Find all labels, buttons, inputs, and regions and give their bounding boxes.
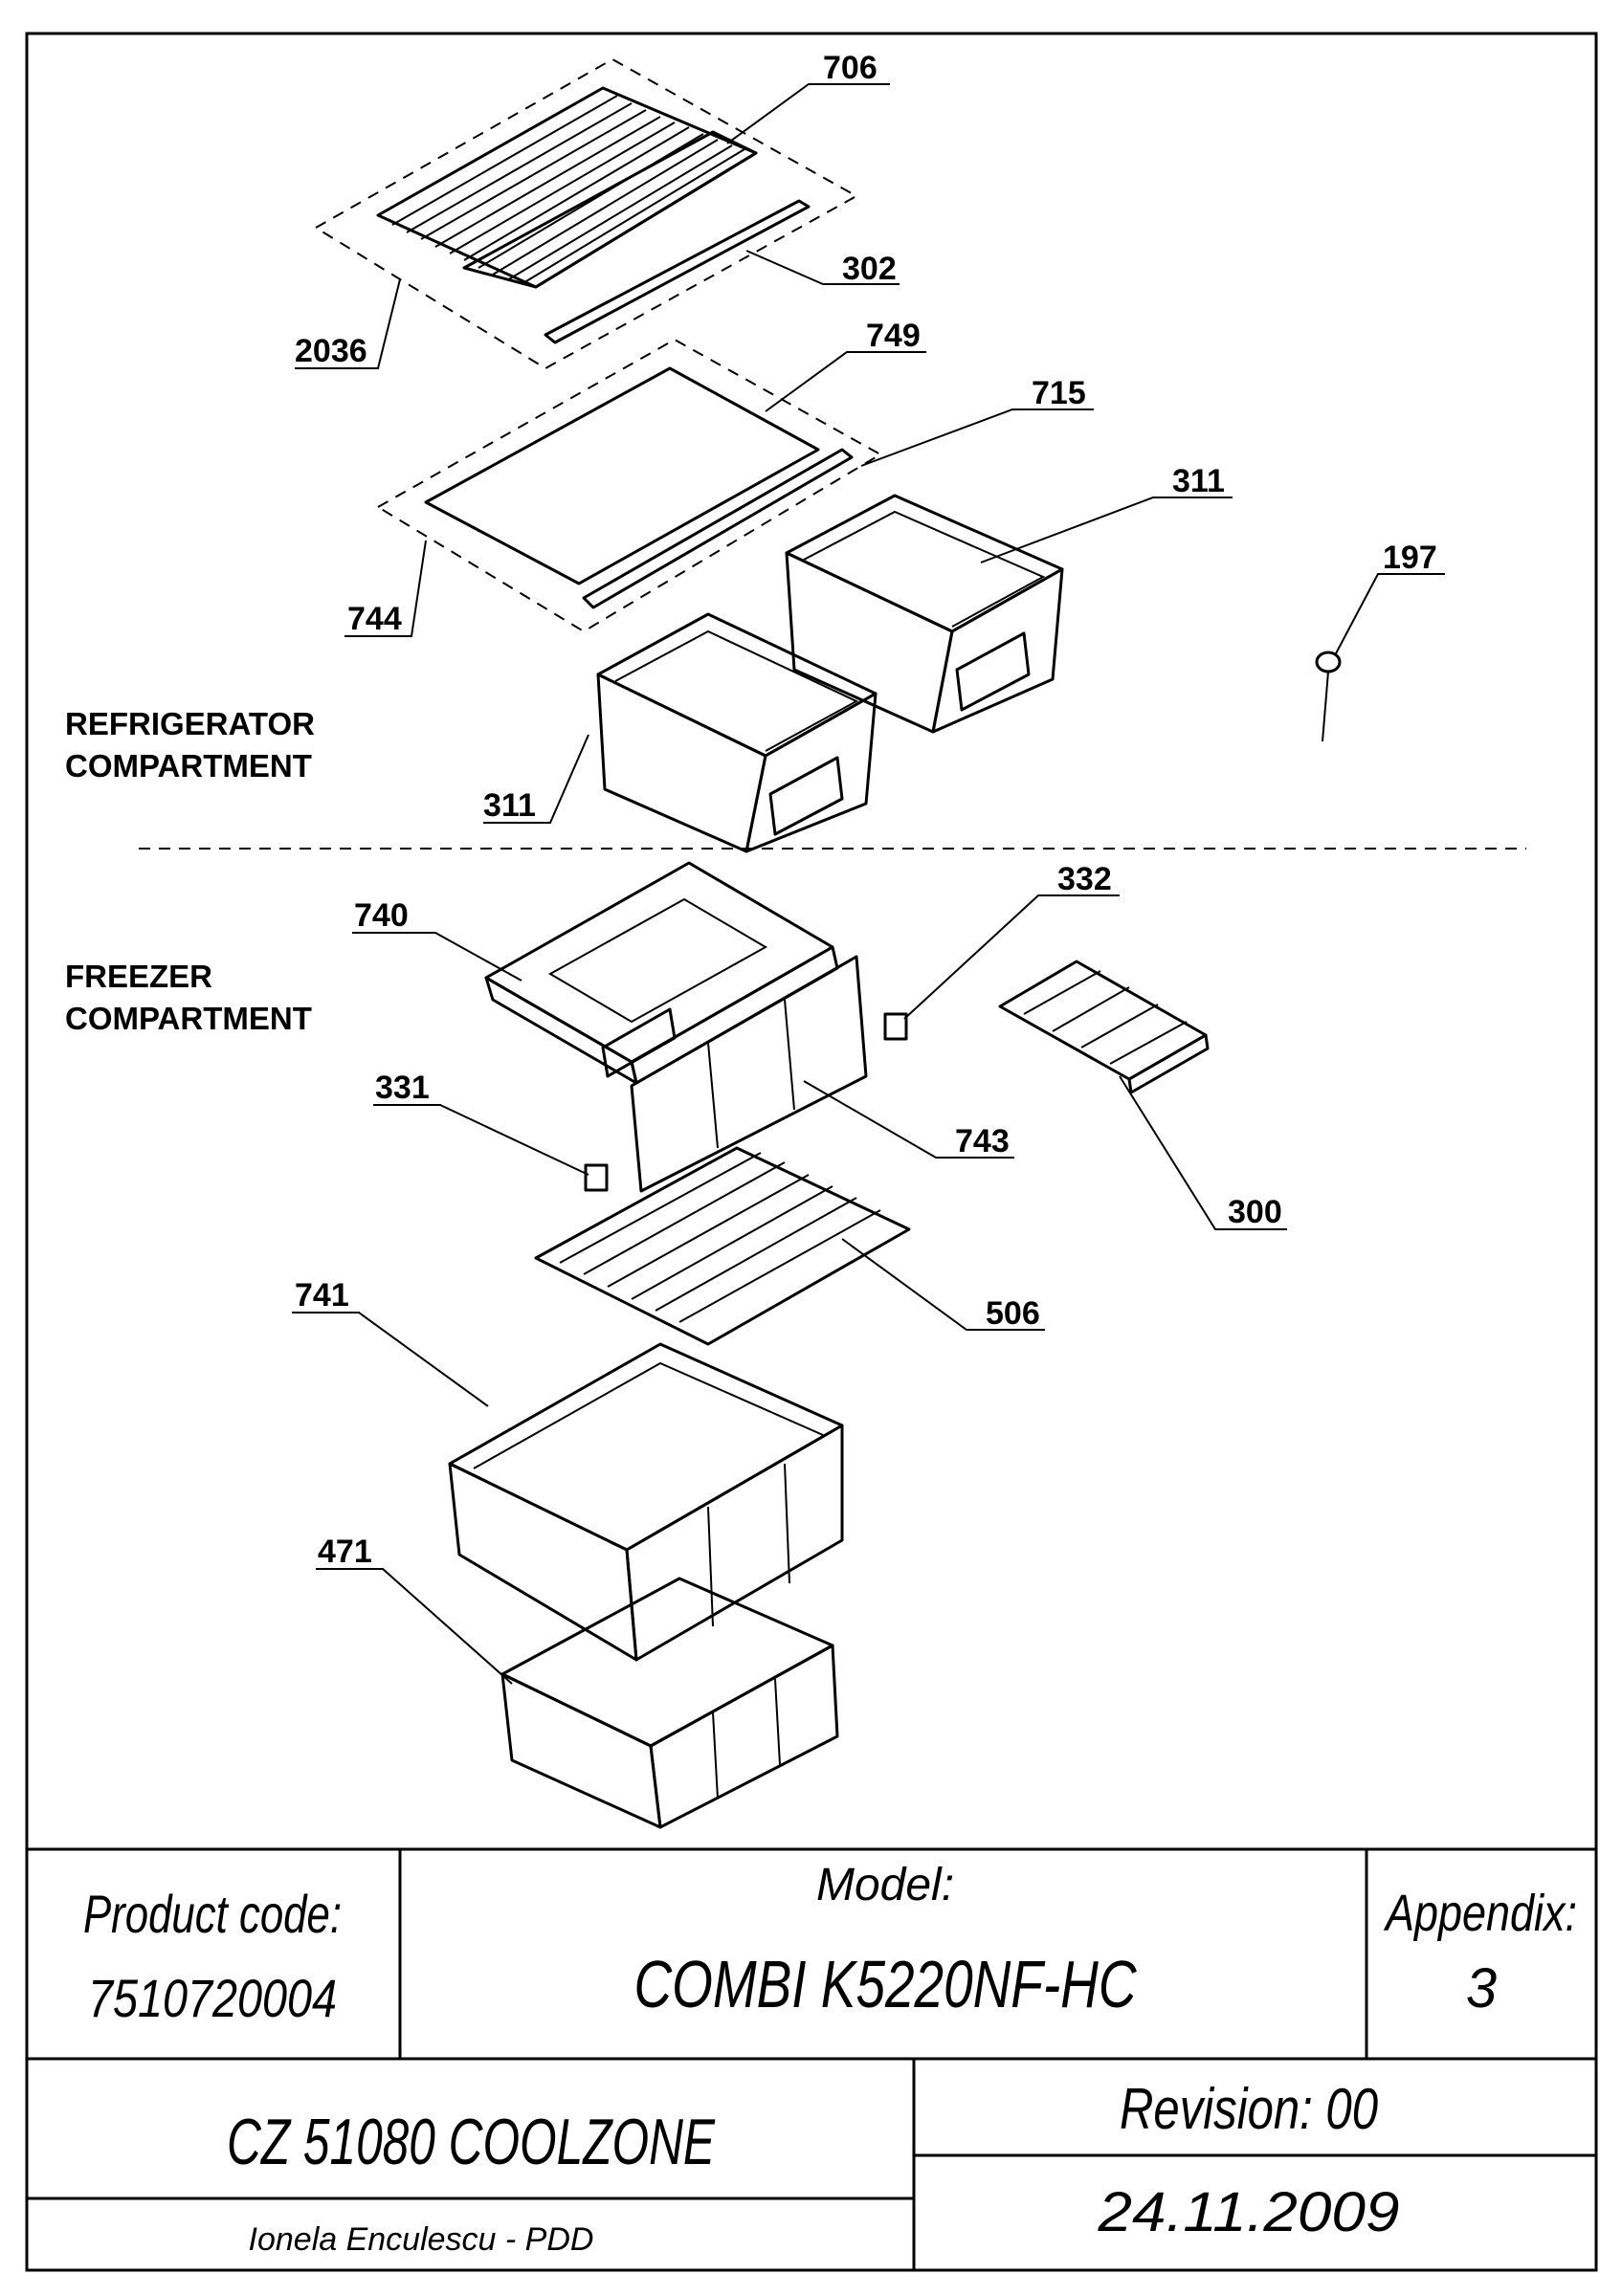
freezer-title-line2: COMPARTMENT — [65, 1001, 312, 1036]
part-label-715: 715 — [1032, 375, 1086, 411]
part-label-300: 300 — [1228, 1194, 1282, 1230]
part-label-741: 741 — [295, 1277, 349, 1314]
leader-506 — [841, 1238, 1045, 1331]
part-197 — [1315, 651, 1342, 742]
revision: Revision: 00 — [1120, 2077, 1378, 2141]
part-label-311-left: 311 — [483, 787, 536, 824]
shelf-profile-715 — [582, 448, 854, 609]
leader-311-right — [980, 497, 1233, 563]
model-label: Model: — [816, 1860, 954, 1910]
leader-332 — [903, 894, 1120, 1020]
freezer-drawer-741 — [448, 1342, 844, 1662]
hinge-332 — [883, 1012, 908, 1041]
part-label-743: 743 — [955, 1123, 1010, 1159]
part-label-331: 331 — [375, 1070, 430, 1106]
title-block — [27, 1847, 1596, 2270]
leader-706 — [726, 83, 890, 144]
shelf-profile-302 — [544, 199, 811, 344]
sheet-frame — [25, 32, 1598, 2272]
author: Ionela Enculescu - PDD — [249, 2221, 594, 2258]
model-value: COMBI K5220NF-HC — [634, 1947, 1137, 2021]
wire-shelf-506 — [534, 1146, 911, 1346]
leader-197 — [1334, 573, 1445, 656]
part-label-506: 506 — [986, 1295, 1040, 1332]
ice-tray-300 — [998, 960, 1210, 1094]
leader-311-left — [483, 734, 589, 824]
part-label-2036: 2036 — [295, 333, 367, 369]
part-label-706: 706 — [823, 50, 878, 86]
part-label-302: 302 — [842, 251, 897, 287]
crisper-drawer-311-right — [785, 494, 1064, 734]
leader-331 — [373, 1104, 589, 1176]
refrigerator-title-line1: REFRIGERATOR — [65, 706, 315, 741]
appendix-label: Appendix: — [1384, 1885, 1577, 1942]
appendix-value: 3 — [1466, 1957, 1497, 2020]
part-label-197: 197 — [1383, 540, 1437, 576]
part-label-744: 744 — [347, 601, 402, 637]
product-code-value: 7510720004 — [88, 1968, 337, 2028]
part-label-740: 740 — [354, 897, 409, 934]
glass-shelf-749 — [424, 366, 820, 585]
leader-302 — [745, 250, 900, 285]
refrigerator-title-line2: COMPARTMENT — [65, 748, 312, 784]
product-name: CZ 51080 COOLZONE — [227, 2106, 715, 2178]
freezer-drawer-471 — [500, 1577, 839, 1829]
leader-471 — [316, 1568, 513, 1685]
part-label-332: 332 — [1057, 861, 1112, 897]
leader-743 — [803, 1080, 1014, 1159]
wire-shelf-706 — [376, 86, 758, 289]
hinge-331 — [584, 1163, 609, 1192]
group-2036-outline — [314, 57, 859, 370]
product-code-label: Product code: — [83, 1884, 342, 1944]
freezer-tray-740 — [484, 861, 839, 1085]
part-label-311-right: 311 — [1172, 463, 1225, 499]
leader-300 — [1119, 1075, 1287, 1230]
part-label-749: 749 — [866, 318, 921, 354]
leader-744 — [344, 540, 427, 637]
leader-749 — [765, 351, 926, 412]
leader-740 — [352, 932, 522, 982]
leader-715 — [860, 408, 1094, 467]
leader-2036 — [295, 278, 401, 369]
freezer-title-line1: FREEZER — [65, 959, 212, 994]
group-744-outline — [376, 338, 882, 633]
part-label-471: 471 — [318, 1534, 372, 1570]
date: 24.11.2009 — [1097, 2181, 1399, 2243]
freezer-flap-743 — [630, 955, 868, 1193]
leader-741 — [292, 1312, 489, 1407]
crisper-drawer-311-left — [596, 612, 878, 853]
